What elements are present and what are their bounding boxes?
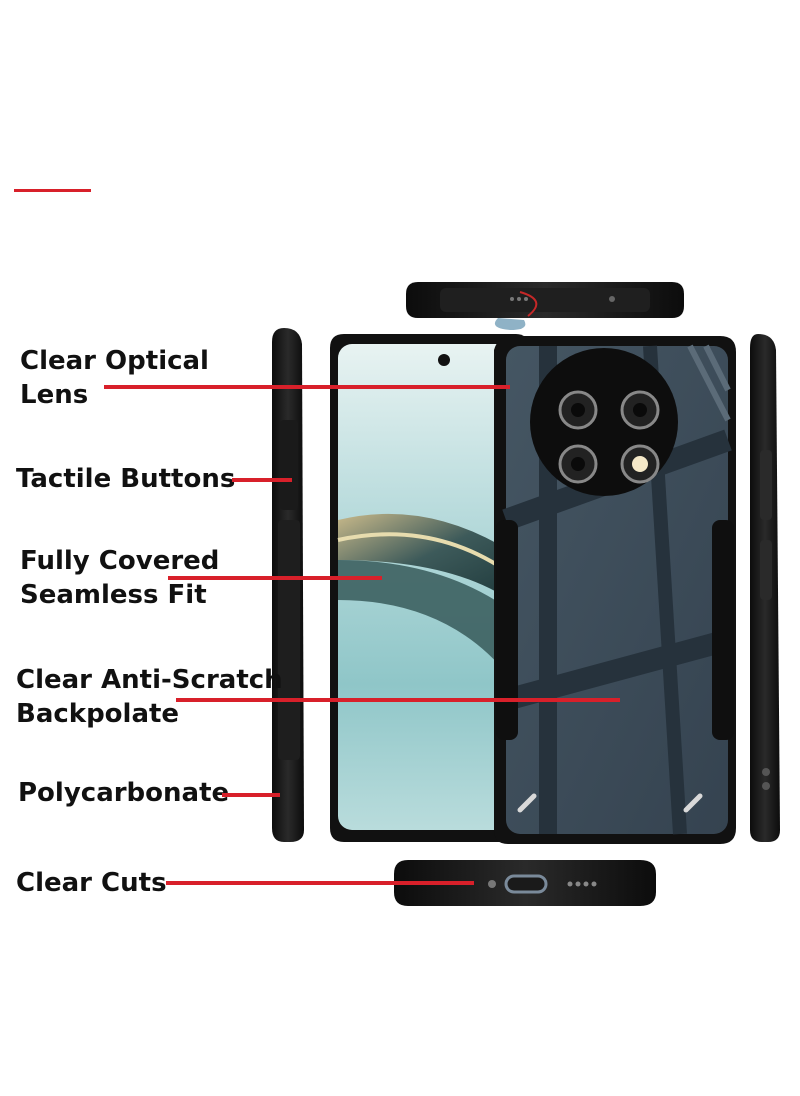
callout-line-optical-lens — [104, 385, 510, 389]
label-anti-scratch: Clear Anti-Scratch Backpolate — [16, 663, 283, 731]
usb-c-port-icon — [504, 874, 548, 894]
case-left-side — [272, 328, 304, 842]
label-clear-cuts: Clear Cuts — [16, 868, 167, 898]
label-fully-covered: Fully Covered Seamless Fit — [20, 544, 219, 612]
callout-line-anti-scratch — [176, 698, 620, 702]
label-line: Clear Optical — [20, 346, 209, 376]
flash-icon — [632, 456, 648, 472]
label-line: Seamless Fit — [20, 580, 207, 610]
phone-back — [494, 336, 736, 844]
phone-front — [330, 334, 528, 842]
label-line: Backpolate — [16, 699, 180, 729]
callout-line-polycarbonate — [222, 793, 280, 797]
case-bottom-edge — [394, 860, 656, 906]
label-tactile-buttons: Tactile Buttons — [16, 464, 236, 494]
label-clear-optical-lens: Clear Optical Lens — [20, 344, 209, 412]
decorative-red-dash — [14, 189, 91, 192]
label-polycarbonate: Polycarbonate — [18, 778, 230, 808]
callout-line-fully-covered — [168, 576, 382, 580]
label-line: Fully Covered — [20, 546, 220, 576]
label-line: Clear Anti-Scratch — [16, 665, 283, 695]
callout-line-tactile-buttons — [232, 478, 292, 482]
label-line: Lens — [20, 380, 89, 410]
callout-line-clear-cuts — [166, 881, 474, 885]
case-right-side — [750, 334, 780, 842]
case-top-edge — [406, 282, 684, 330]
